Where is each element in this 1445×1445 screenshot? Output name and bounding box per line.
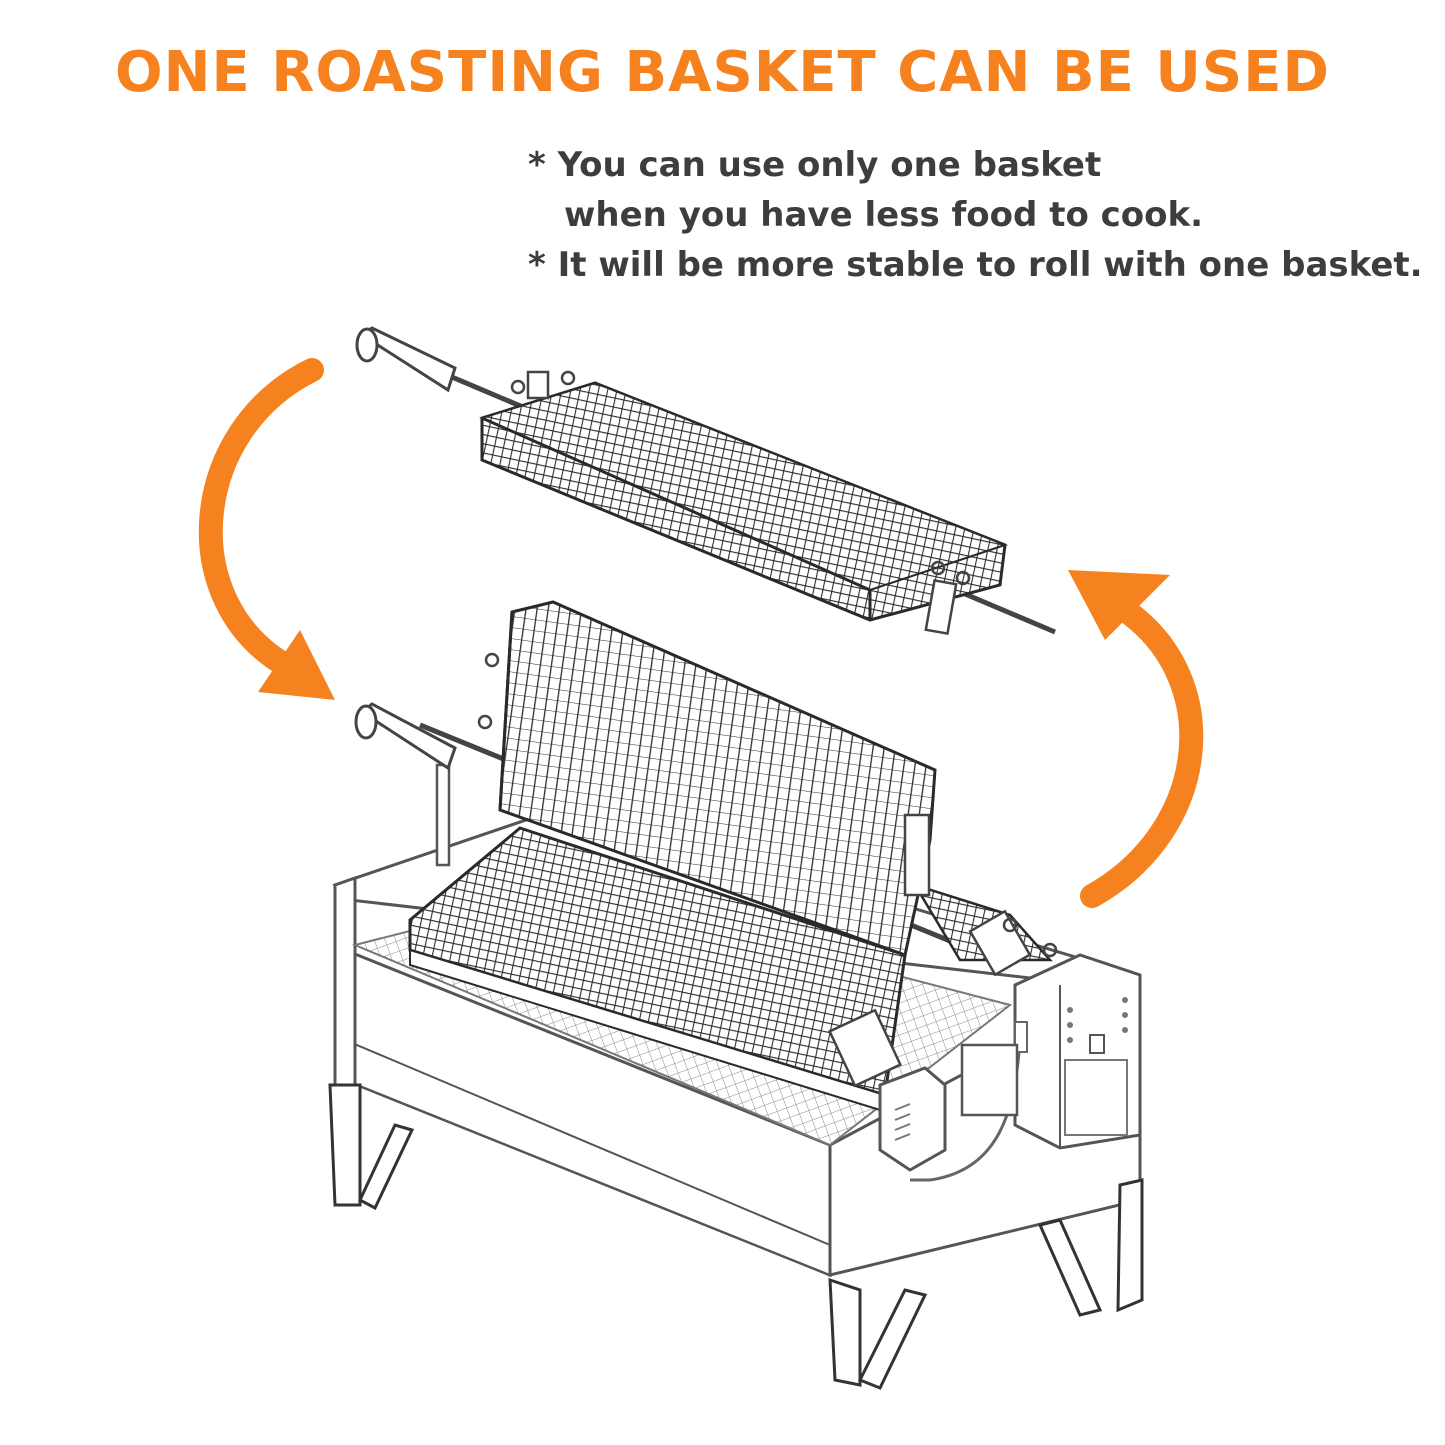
note-line-1: * You can use only one basket	[528, 145, 1102, 185]
note-line-3: * It will be more stable to roll with on…	[528, 245, 1423, 285]
lower-basket	[354, 600, 1058, 1112]
upper-basket	[355, 326, 1056, 635]
curved-arrow-down-icon	[198, 358, 335, 700]
curved-arrow-up-icon	[1068, 570, 1204, 908]
power-adapter	[878, 1043, 1019, 1172]
rotisserie-motor	[910, 953, 1142, 1182]
page-title: ONE ROASTING BASKET CAN BE USED	[115, 40, 1330, 105]
note-line-2: when you have less food to cook.	[564, 195, 1204, 235]
usage-notes: * You can use only one basket when you h…	[528, 140, 1438, 290]
